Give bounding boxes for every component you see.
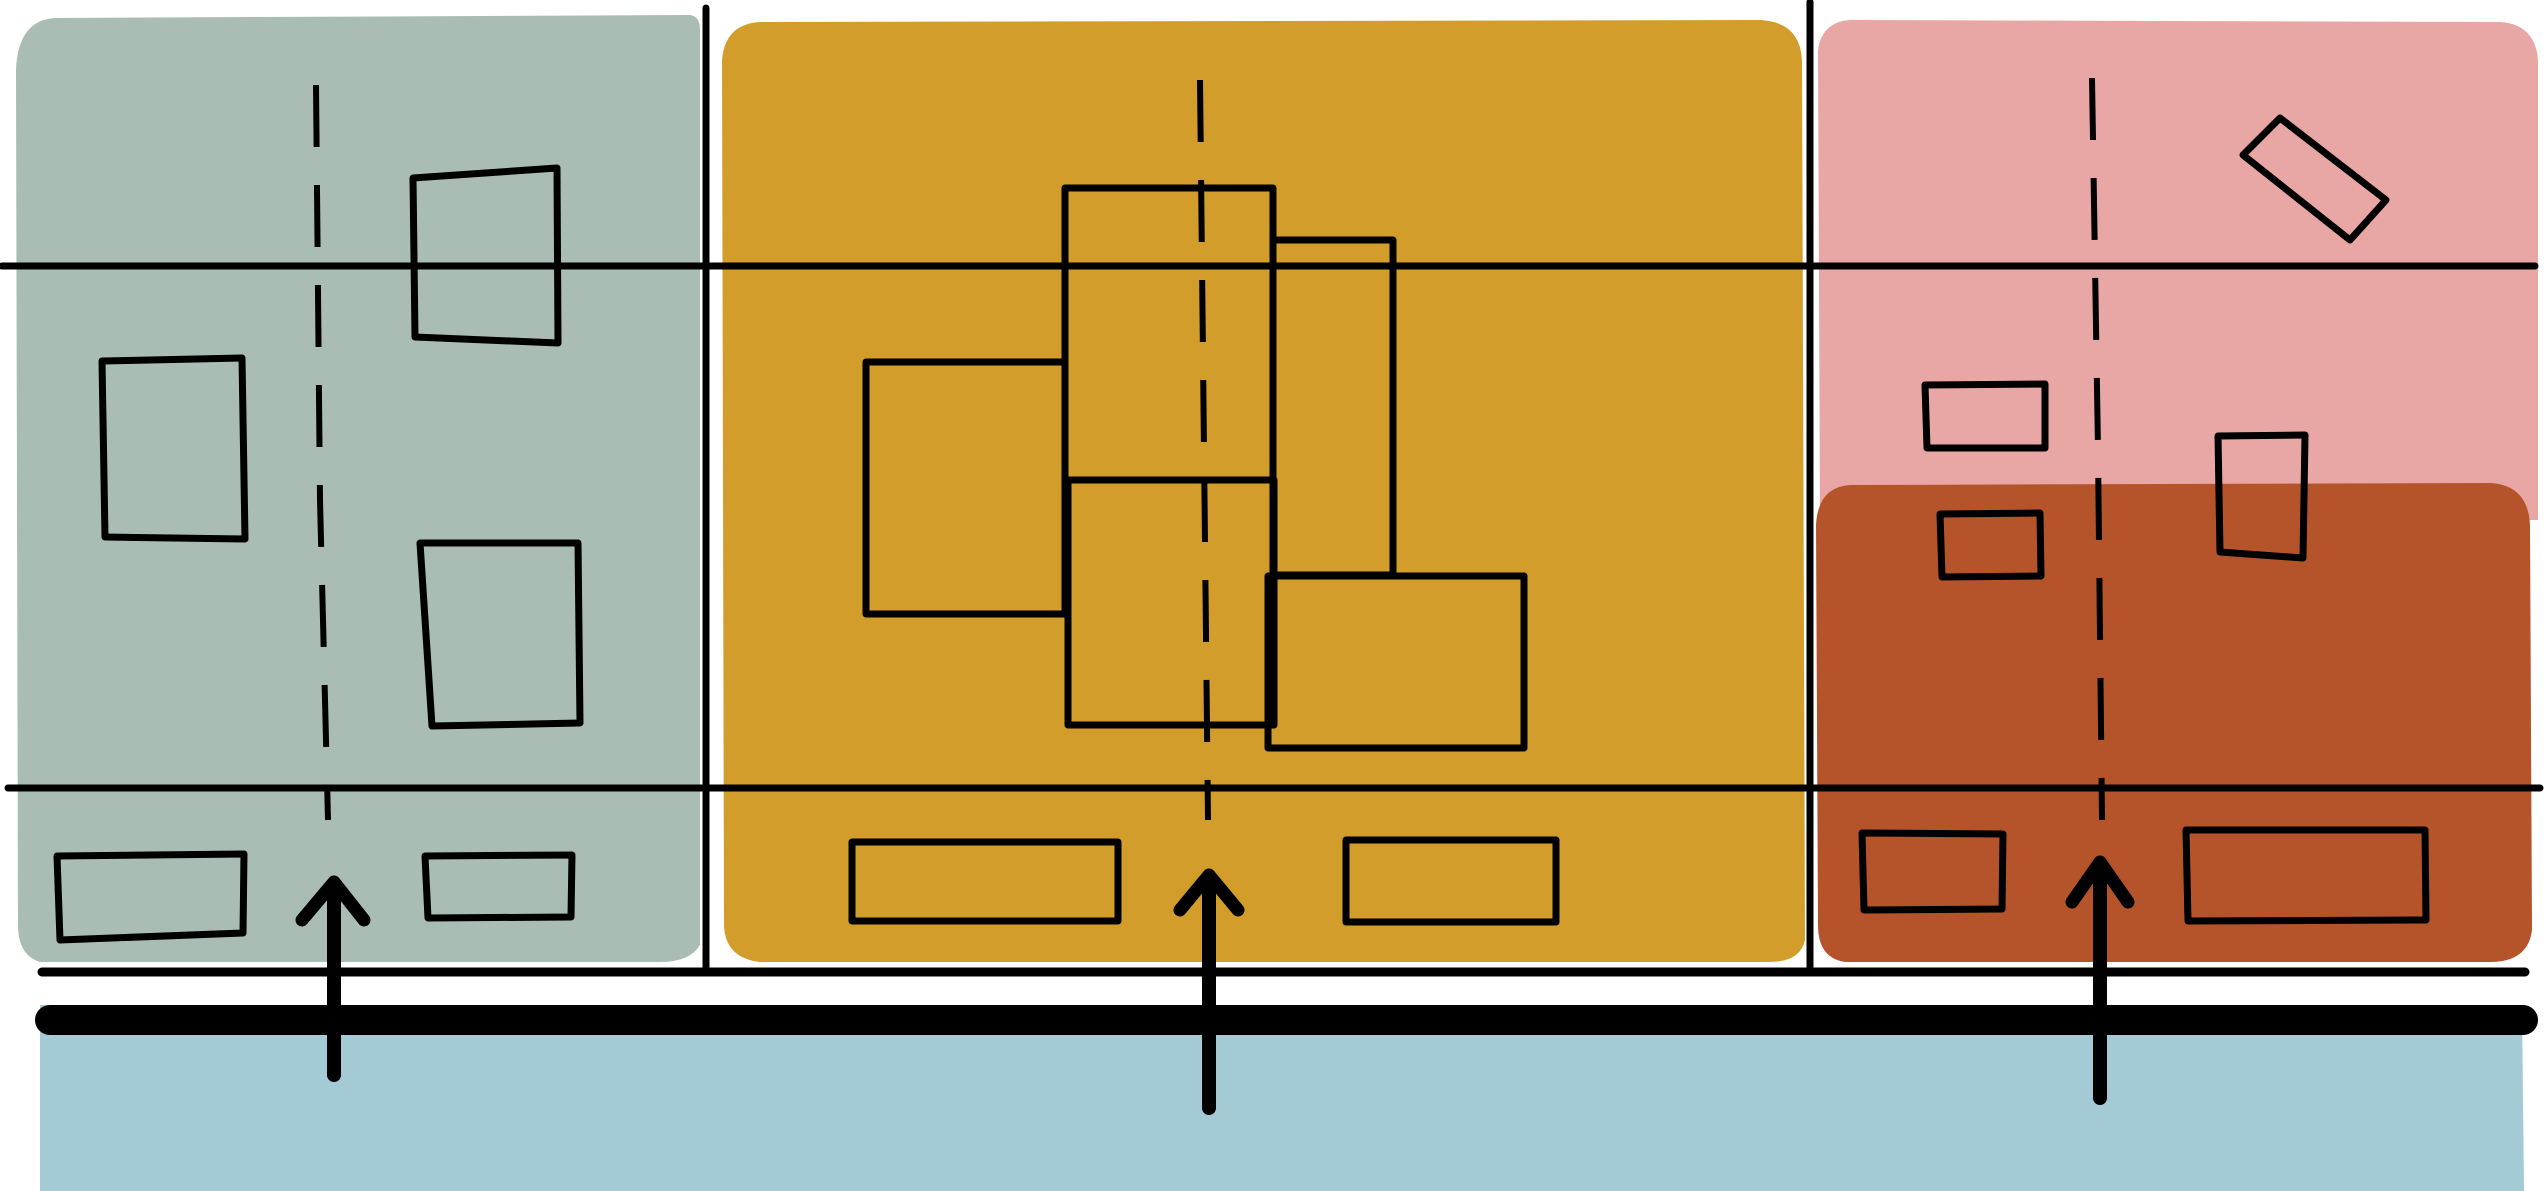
axis-center-dashed bbox=[1197, 79, 1211, 821]
arrow-center-head bbox=[1173, 868, 1245, 917]
building-right-1 bbox=[1921, 380, 2049, 452]
zone-left-fill bbox=[16, 15, 700, 962]
axis-left-dashed bbox=[313, 84, 331, 821]
zone-center-fill bbox=[722, 20, 1805, 962]
building-left-2 bbox=[98, 354, 249, 543]
building-left-1 bbox=[409, 164, 562, 347]
axis-right-dashed bbox=[2089, 77, 2105, 821]
arrow-left-head bbox=[295, 875, 371, 927]
building-right-5 bbox=[2182, 826, 2430, 925]
building-right-4 bbox=[1858, 829, 2007, 914]
building-center-podium-2 bbox=[1342, 836, 1560, 926]
building-left-4 bbox=[53, 850, 248, 944]
zone-right-upper-fill bbox=[1818, 20, 2538, 520]
building-left-5 bbox=[421, 851, 576, 922]
zone-right-lower-fill bbox=[1816, 483, 2532, 962]
building-center-podium-1 bbox=[848, 838, 1122, 925]
waterfront-band bbox=[40, 1005, 2524, 1191]
arrow-right bbox=[2065, 855, 2135, 1105]
arrow-right-head bbox=[2065, 855, 2135, 909]
building-right-2 bbox=[2214, 431, 2309, 562]
building-right-3 bbox=[1936, 509, 2045, 581]
arrow-center bbox=[1173, 868, 1245, 1115]
arrow-left bbox=[295, 875, 371, 1082]
building-center-tower-lower bbox=[1064, 476, 1278, 729]
building-right-rotated bbox=[2239, 114, 2390, 244]
building-center-east bbox=[1264, 572, 1528, 752]
building-left-3 bbox=[416, 539, 584, 730]
